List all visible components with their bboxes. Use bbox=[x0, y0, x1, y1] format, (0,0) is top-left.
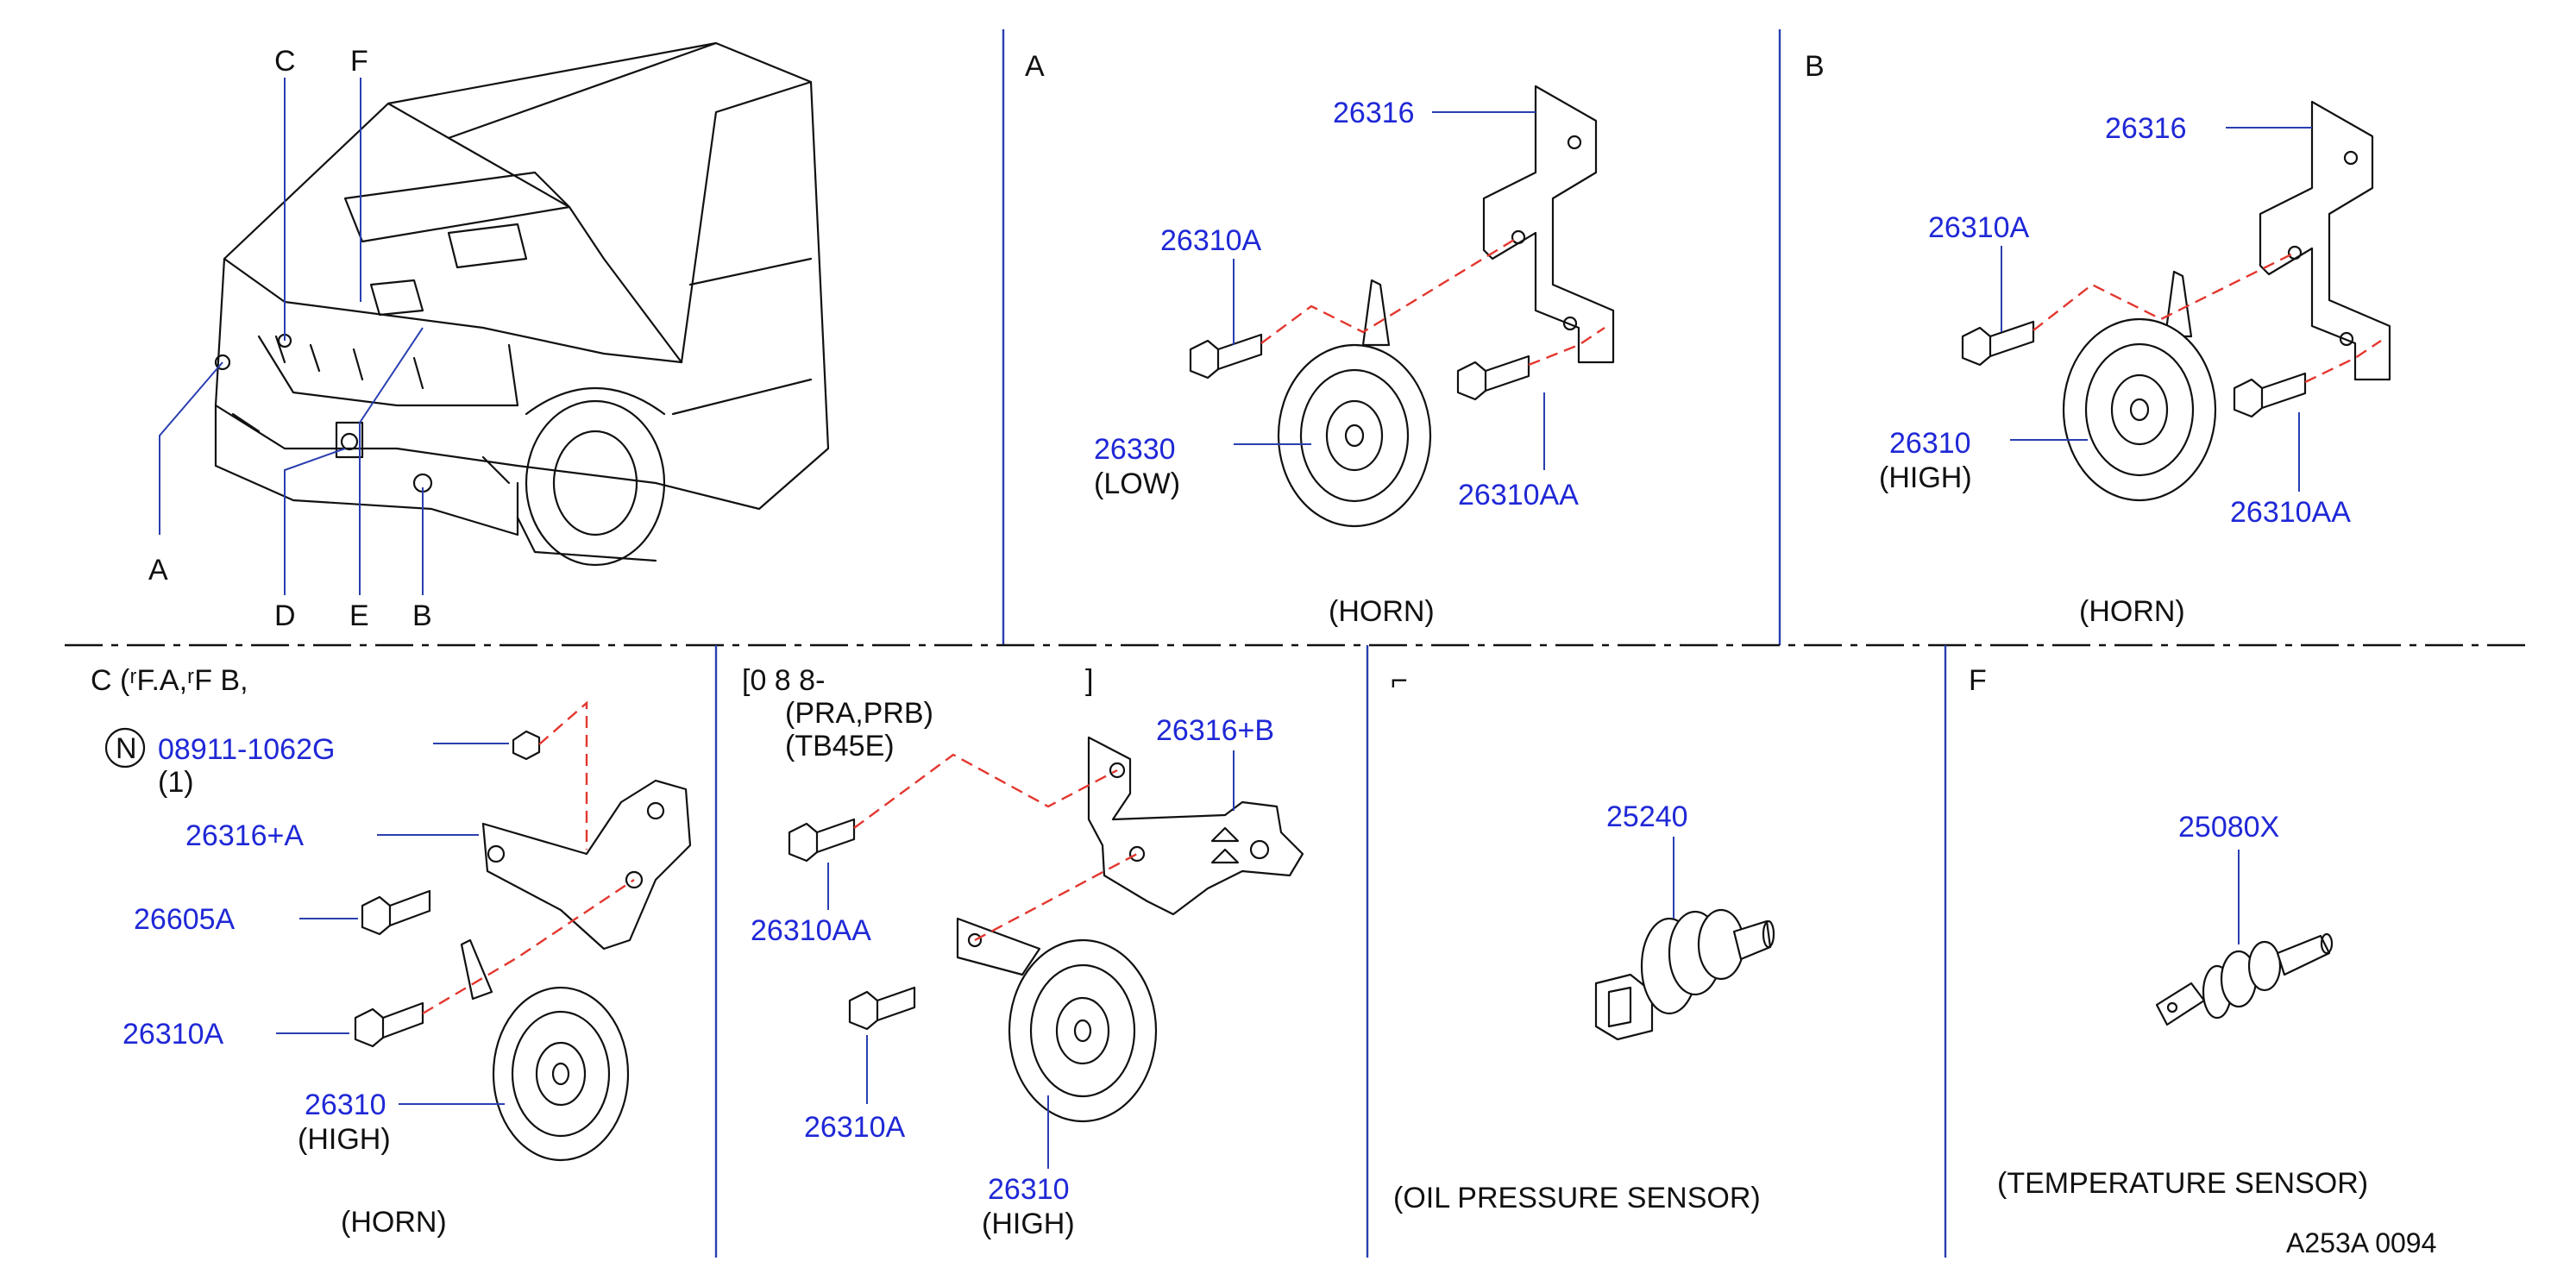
panel-b: B 26316 26310A 26310 (H bbox=[1805, 50, 2391, 628]
horn-bracket bbox=[1482, 85, 1615, 364]
horn-high bbox=[460, 938, 630, 1162]
part-26310[interactable]: 26310 bbox=[305, 1089, 386, 1121]
callout-d: D bbox=[274, 599, 296, 632]
horn-bracket bbox=[1087, 736, 1304, 916]
bolt-26310a bbox=[848, 986, 916, 1031]
panel-b-caption: (HORN) bbox=[2079, 595, 2185, 628]
n-symbol: N bbox=[116, 732, 137, 765]
part-26310[interactable]: 26310 bbox=[988, 1173, 1070, 1206]
part-26310a[interactable]: 26310A bbox=[1160, 224, 1262, 257]
nut bbox=[512, 730, 541, 761]
n-symbol-circle bbox=[104, 727, 146, 769]
callout-a: A bbox=[148, 554, 168, 587]
panel-f-letter: F bbox=[1969, 664, 1987, 697]
horn-low bbox=[1277, 279, 1432, 528]
panel-a-caption: (HORN) bbox=[1329, 595, 1435, 628]
vehicle-outline bbox=[214, 41, 830, 567]
part-26310a[interactable]: 26310A bbox=[1928, 211, 2030, 244]
panel-d-models: (PRA,PRB) bbox=[785, 697, 933, 730]
part-26316b[interactable]: 26316+B bbox=[1156, 714, 1274, 747]
vehicle-overview: C F A D E B bbox=[148, 41, 830, 632]
panel-c: C (ʳF.A,ʳF B, N 08911-1062G (1) bbox=[91, 664, 692, 1239]
diagram-code: A253A 0094 bbox=[2286, 1227, 2436, 1258]
part-25240[interactable]: 25240 bbox=[1606, 800, 1688, 833]
panel-e-caption: (OIL PRESSURE SENSOR) bbox=[1393, 1182, 1761, 1214]
panel-b-letter: B bbox=[1805, 50, 1825, 83]
horn-high bbox=[956, 917, 1158, 1123]
callout-leaders bbox=[159, 78, 424, 595]
horn-low-note: (LOW) bbox=[1094, 467, 1180, 500]
part-08911-1062g[interactable]: 08911-1062G bbox=[158, 733, 335, 766]
part-25080x[interactable]: 25080X bbox=[2178, 811, 2279, 844]
part-26310a[interactable]: 26310A bbox=[804, 1111, 906, 1144]
callout-f: F bbox=[350, 45, 368, 78]
panel-d-header-close: ] bbox=[1085, 664, 1093, 697]
bolt-26310aa bbox=[2233, 372, 2307, 418]
horn-high-note: (HIGH) bbox=[1879, 461, 1972, 494]
part-26316[interactable]: 26316 bbox=[2105, 112, 2187, 145]
bolt-26310a bbox=[1189, 333, 1263, 380]
part-26316[interactable]: 26316 bbox=[1333, 97, 1415, 129]
bolt-26605a bbox=[361, 889, 431, 936]
horn-high-note: (HIGH) bbox=[298, 1123, 391, 1156]
part-26310aa[interactable]: 26310AA bbox=[2230, 496, 2351, 529]
horn-high bbox=[2062, 270, 2217, 502]
bolt-26310aa bbox=[788, 818, 856, 863]
panel-dividers bbox=[65, 29, 2528, 1258]
oil-pressure-sensor bbox=[1594, 908, 1775, 1041]
panel-d-header: [0 8 8- bbox=[742, 664, 825, 697]
part-26310[interactable]: 26310 bbox=[1889, 427, 1971, 460]
panel-d: [0 8 8- ] (PRA,PRB) (TB45E) bbox=[742, 664, 1304, 1240]
part-26310a[interactable]: 26310A bbox=[123, 1018, 224, 1051]
horn-high-note: (HIGH) bbox=[982, 1208, 1075, 1240]
panel-e-letter: ⌐ bbox=[1391, 664, 1408, 697]
bolt-26310aa bbox=[1456, 355, 1530, 401]
part-26316a[interactable]: 26316+A bbox=[185, 819, 304, 852]
temperature-sensor bbox=[2155, 932, 2334, 1026]
panel-c-header: C (ʳF.A,ʳF B, bbox=[91, 664, 248, 697]
panel-a-letter: A bbox=[1025, 50, 1045, 83]
callout-b: B bbox=[412, 599, 432, 632]
bolt-26310a bbox=[1961, 320, 2035, 367]
panel-c-caption: (HORN) bbox=[341, 1206, 447, 1239]
panel-a: A 26316 26310A 26330 (L bbox=[1025, 50, 1615, 628]
bolt-26310a bbox=[354, 1001, 424, 1048]
horn-bracket bbox=[481, 779, 692, 951]
callout-e: E bbox=[349, 599, 369, 632]
part-26310aa[interactable]: 26310AA bbox=[1458, 479, 1579, 511]
horn-bracket bbox=[2259, 100, 2391, 381]
part-26330[interactable]: 26330 bbox=[1094, 433, 1176, 466]
nut-quantity: (1) bbox=[158, 766, 194, 799]
part-26605a[interactable]: 26605A bbox=[134, 903, 236, 936]
panel-d-engine: (TB45E) bbox=[785, 730, 895, 762]
part-26310aa[interactable]: 26310AA bbox=[751, 914, 871, 947]
callout-c: C bbox=[274, 45, 296, 78]
panel-e: ⌐ 25240 (OIL PRESSURE SENSOR) bbox=[1391, 664, 1775, 1214]
panel-f-caption: (TEMPERATURE SENSOR) bbox=[1997, 1167, 2368, 1200]
panel-f: F 25080X (TEMPERATURE SENSOR) bbox=[1969, 664, 2368, 1200]
